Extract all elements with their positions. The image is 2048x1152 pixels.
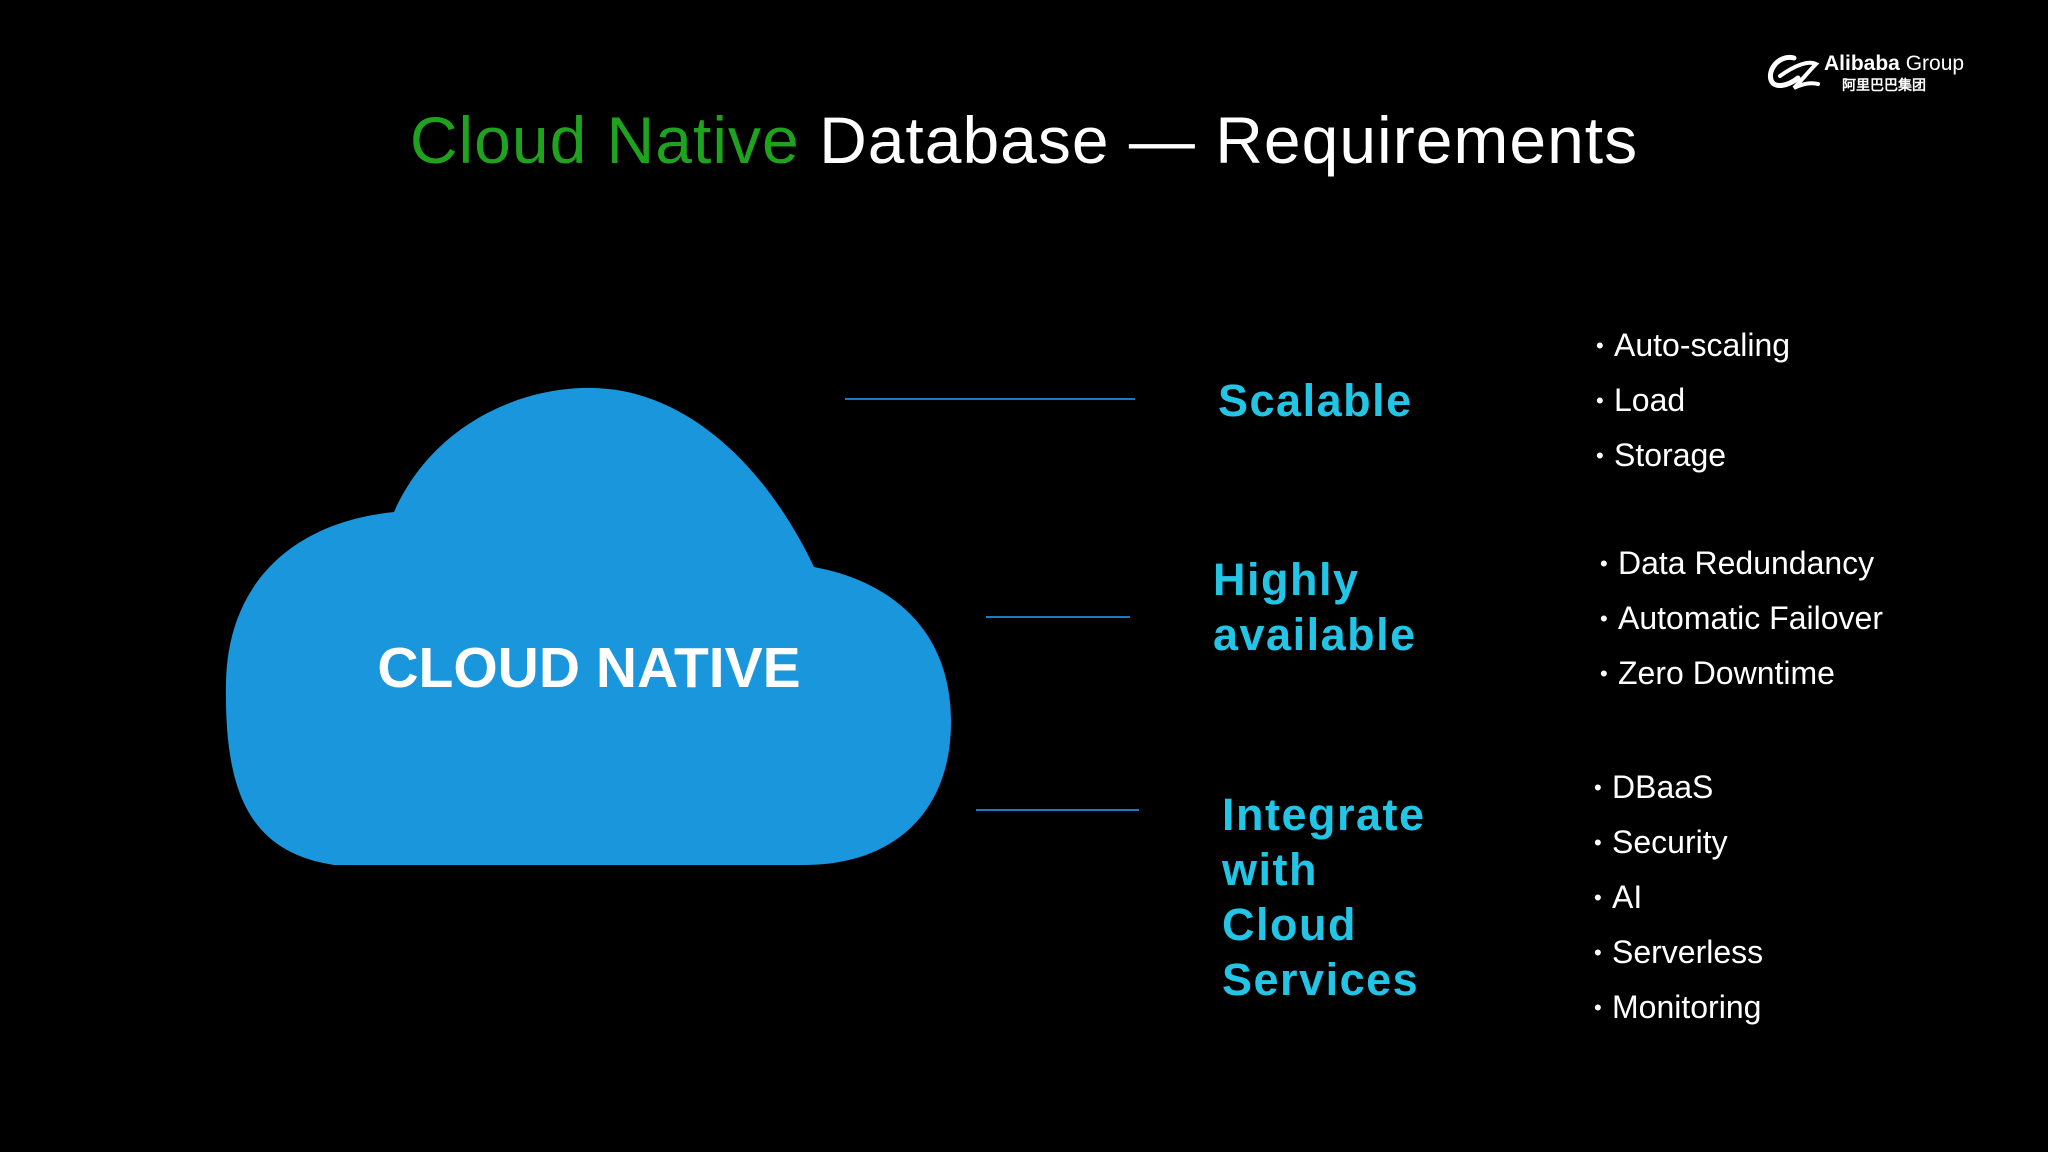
- category-line: Scalable: [1218, 375, 1413, 426]
- bullet-text: Monitoring: [1612, 989, 1762, 1025]
- bullet-icon: •: [1594, 940, 1602, 965]
- connector-line-scalable: [845, 398, 1135, 400]
- bullet-text: Storage: [1614, 437, 1727, 473]
- category-line: Services: [1222, 954, 1420, 1005]
- bullet-text: Serverless: [1612, 934, 1764, 970]
- bullet-text: Auto-scaling: [1614, 327, 1791, 363]
- category-scalable: Scalable: [1218, 373, 1413, 428]
- category-highly-available: Highly available: [1213, 552, 1417, 662]
- list-item: • Zero Downtime: [1600, 646, 1883, 701]
- list-item: • Storage: [1596, 428, 1790, 483]
- list-item: • Load: [1596, 373, 1790, 428]
- category-integrate-cloud-services: Integrate with Cloud Services: [1222, 787, 1426, 1007]
- cloud-label: CLOUD NATIVE: [377, 636, 801, 700]
- bullet-list-highly-available: • Data Redundancy • Automatic Failover • Ze…: [1600, 536, 1883, 701]
- alibaba-logo-icon: [1768, 54, 1820, 90]
- category-line: with: [1222, 844, 1318, 895]
- alibaba-group-logo: Alibaba Group 阿里巴巴集团: [1764, 48, 1994, 94]
- bullet-icon: •: [1596, 443, 1604, 468]
- bullet-icon: •: [1600, 661, 1608, 686]
- category-line: available: [1213, 609, 1417, 660]
- bullet-icon: •: [1600, 606, 1608, 631]
- logo-group: Group: [1905, 52, 1965, 75]
- bullet-text: AI: [1612, 879, 1643, 915]
- bullet-text: Automatic Failover: [1618, 600, 1883, 636]
- bullet-list-integrate: • DBaaS • Security • AI • Serverless • Monito…: [1594, 760, 1763, 1035]
- logo-company: Alibaba: [1824, 52, 1900, 75]
- list-item: • AI: [1594, 870, 1763, 925]
- bullet-icon: •: [1594, 830, 1602, 855]
- category-line: Cloud: [1222, 899, 1357, 950]
- bullet-icon: •: [1596, 388, 1604, 413]
- bullet-icon: •: [1600, 551, 1608, 576]
- title-rest: Database — Requirements: [819, 103, 1639, 177]
- category-line: Integrate: [1222, 789, 1426, 840]
- list-item: • Automatic Failover: [1600, 591, 1883, 646]
- list-item: • DBaaS: [1594, 760, 1763, 815]
- connector-line-integrate: [976, 809, 1139, 811]
- bullet-text: Load: [1614, 382, 1686, 418]
- bullet-text: Data Redundancy: [1618, 545, 1875, 581]
- slide-title: Cloud Native Database — Requirements: [0, 100, 2048, 180]
- bullet-text: Security: [1612, 824, 1728, 860]
- list-item: • Serverless: [1594, 925, 1763, 980]
- cloud-shape: [225, 387, 951, 865]
- logo-chinese-name: 阿里巴巴集团: [1842, 77, 1926, 93]
- bullet-icon: •: [1594, 995, 1602, 1020]
- bullet-icon: •: [1596, 333, 1604, 358]
- list-item: • Data Redundancy: [1600, 536, 1883, 591]
- title-accent: Cloud Native: [409, 103, 800, 177]
- bullet-text: Zero Downtime: [1618, 655, 1835, 691]
- bullet-icon: •: [1594, 775, 1602, 800]
- category-line: Highly: [1213, 554, 1360, 605]
- cloud-fill: [225, 387, 951, 865]
- connector-line-highly-available: [986, 616, 1130, 618]
- list-item: • Security: [1594, 815, 1763, 870]
- list-item: • Auto-scaling: [1596, 318, 1790, 373]
- list-item: • Monitoring: [1594, 980, 1763, 1035]
- bullet-text: DBaaS: [1612, 769, 1714, 805]
- logo-name: Alibaba Group: [1824, 52, 1964, 76]
- bullet-icon: •: [1594, 885, 1602, 910]
- bullet-list-scalable: • Auto-scaling • Load • Storage: [1596, 318, 1790, 483]
